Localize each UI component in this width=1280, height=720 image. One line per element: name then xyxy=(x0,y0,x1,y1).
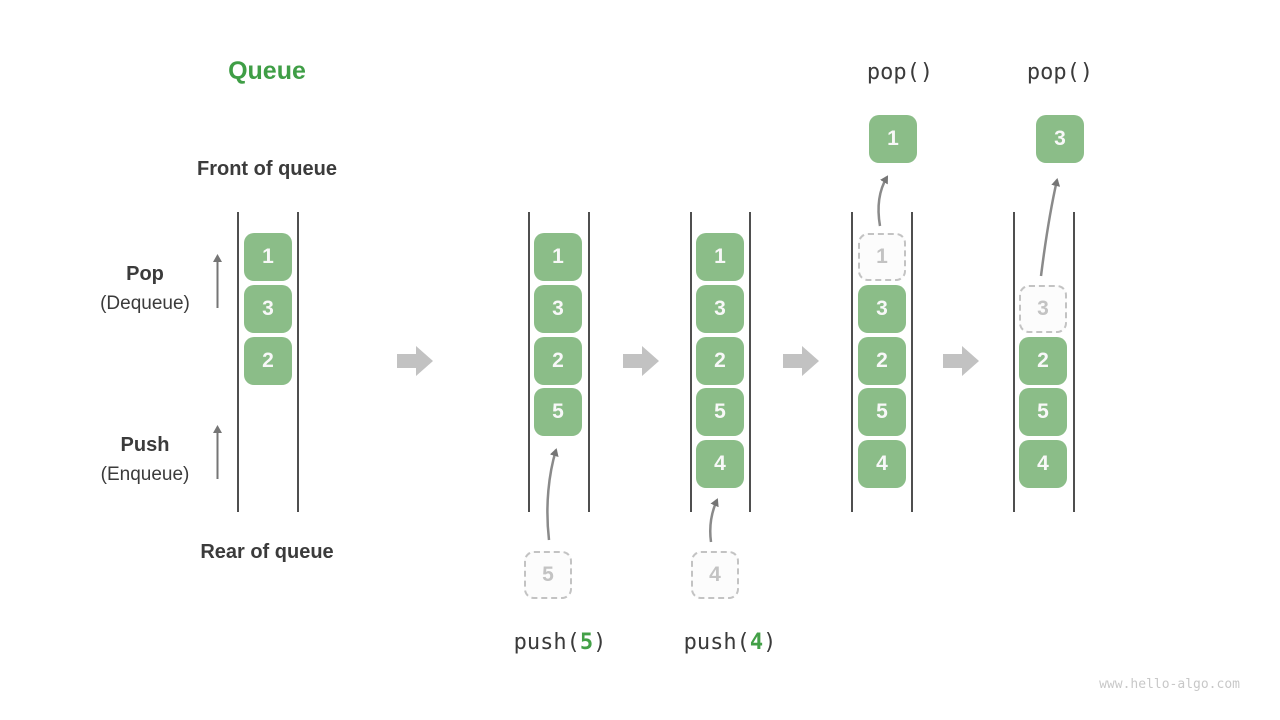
queue-item-box: 5 xyxy=(696,388,744,436)
queue-rail xyxy=(911,212,913,512)
dequeue-label: (Dequeue) xyxy=(100,293,190,314)
queue-item-box: 3 xyxy=(244,285,292,333)
pop-call-label-1: pop() xyxy=(866,60,934,85)
push-label: Push xyxy=(120,434,170,456)
queue-item-box: 4 xyxy=(1019,440,1067,488)
push4-call-label: push(4) xyxy=(660,630,800,655)
transition-arrow-icon xyxy=(783,346,819,376)
push5-arg: 5 xyxy=(579,630,594,655)
pop-call-label-2: pop() xyxy=(1026,60,1094,85)
transition-arrow-icon xyxy=(397,346,433,376)
queue-item-box: 2 xyxy=(244,337,292,385)
push5-arrow xyxy=(546,448,559,541)
queue-rail xyxy=(588,212,590,512)
push5-prefix: push( xyxy=(513,630,580,655)
queue-item-box: 3 xyxy=(696,285,744,333)
queue-rail xyxy=(528,212,530,512)
queue-item-box: 5 xyxy=(534,388,582,436)
queue-item-box: 4 xyxy=(858,440,906,488)
queue-item-box: 4 xyxy=(696,440,744,488)
push4-suffix: ) xyxy=(763,630,777,655)
push5-call-label: push(5) xyxy=(490,630,630,655)
popped-item-box: 3 xyxy=(1036,115,1084,163)
transition-arrow-icon xyxy=(943,346,979,376)
queue-item-box: 1 xyxy=(534,233,582,281)
pop-side-label: Pop (Dequeue) xyxy=(60,259,230,319)
pop-label: Pop xyxy=(126,263,164,285)
queue-item-box: 2 xyxy=(1019,337,1067,385)
push4-arg: 4 xyxy=(749,630,764,655)
pop1-arrow xyxy=(877,175,889,227)
diagram-title: Queue xyxy=(228,57,306,85)
popped-item-box: 1 xyxy=(869,115,917,163)
removed-item-ghost: 3 xyxy=(1019,285,1067,333)
queue-item-box: 2 xyxy=(534,337,582,385)
push5-suffix: ) xyxy=(593,630,607,655)
pop2-arrow xyxy=(1039,178,1061,277)
queue-rail xyxy=(297,212,299,512)
transition-arrow-icon xyxy=(623,346,659,376)
queue-item-box: 3 xyxy=(858,285,906,333)
queue-item-box: 2 xyxy=(696,337,744,385)
queue-item-box: 1 xyxy=(696,233,744,281)
queue-item-box: 5 xyxy=(1019,388,1067,436)
watermark: www.hello-algo.com xyxy=(1099,677,1240,692)
front-of-queue-label: Front of queue xyxy=(197,158,337,180)
queue-item-box: 3 xyxy=(534,285,582,333)
queue-rail xyxy=(690,212,692,512)
push4-prefix: push( xyxy=(683,630,750,655)
push-side-label: Push (Enqueue) xyxy=(60,430,230,490)
queue-rail xyxy=(749,212,751,512)
push4-arrow xyxy=(709,498,719,543)
queue-item-box: 1 xyxy=(244,233,292,281)
queue-rail xyxy=(1013,212,1015,512)
incoming-item-ghost: 4 xyxy=(691,551,739,599)
queue-rail xyxy=(237,212,239,512)
queue-rail xyxy=(1073,212,1075,512)
queue-item-box: 2 xyxy=(858,337,906,385)
enqueue-label: (Enqueue) xyxy=(100,464,190,485)
queue-item-box: 5 xyxy=(858,388,906,436)
incoming-item-ghost: 5 xyxy=(524,551,572,599)
queue-rail xyxy=(851,212,853,512)
rear-of-queue-label: Rear of queue xyxy=(200,541,334,563)
removed-item-ghost: 1 xyxy=(858,233,906,281)
